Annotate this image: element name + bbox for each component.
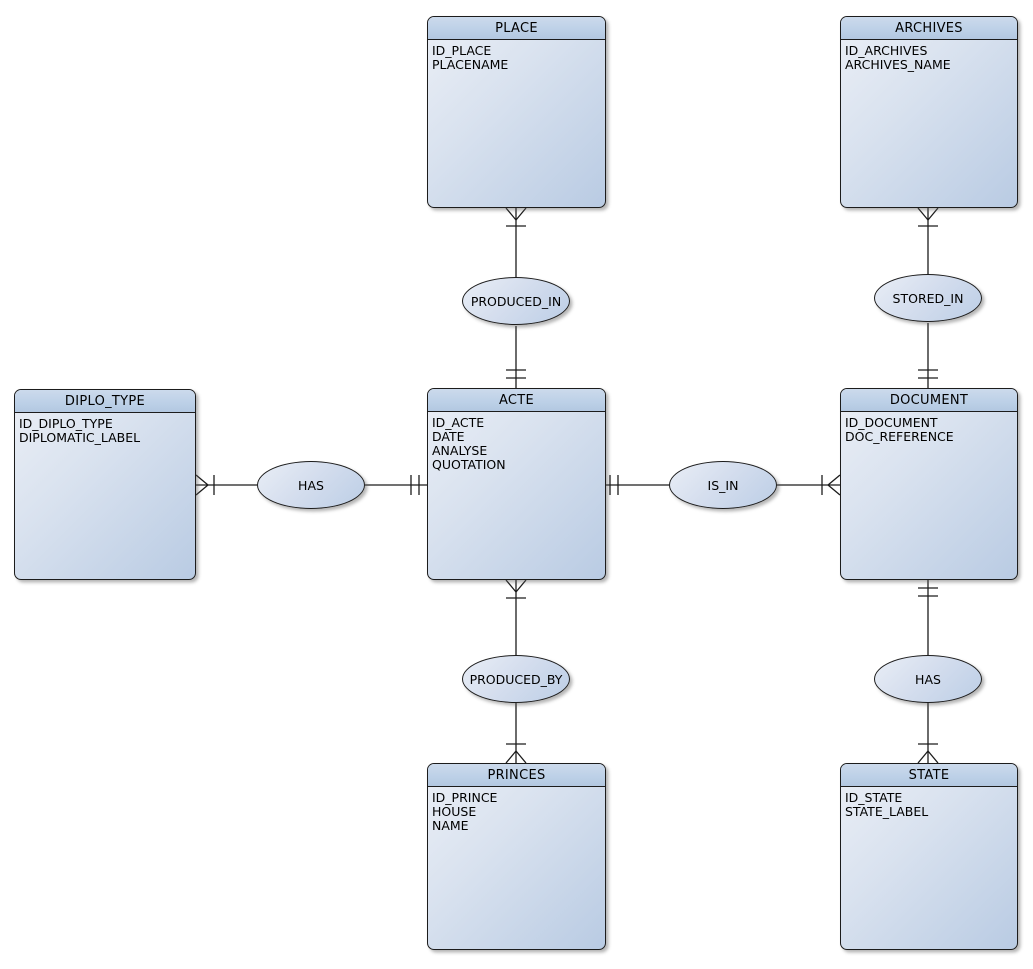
entity-title: DIPLO_TYPE bbox=[15, 390, 195, 413]
attribute-row: DOC_REFERENCE bbox=[845, 429, 954, 444]
relationship-has-state[interactable]: HAS bbox=[874, 655, 982, 703]
crow-foot-marker bbox=[505, 750, 527, 764]
connector-acte-produced-by-princes bbox=[505, 579, 527, 764]
entity-princes[interactable]: PRINCES ID_PRINCE HOUSE NAME bbox=[427, 763, 606, 950]
entity-attributes: ID_ARCHIVES ARCHIVES_NAME bbox=[841, 40, 1017, 76]
entity-document[interactable]: DOCUMENT ID_DOCUMENT DOC_REFERENCE bbox=[840, 388, 1018, 580]
cardinality-double-tick bbox=[609, 475, 619, 495]
relationship-has-diplo-type[interactable]: HAS bbox=[257, 461, 365, 509]
cardinality-double-tick bbox=[918, 587, 938, 597]
entity-place[interactable]: PLACE ID_PLACE PLACENAME bbox=[427, 16, 606, 208]
relationship-label: HAS bbox=[298, 477, 324, 493]
attribute-row: QUOTATION bbox=[432, 457, 506, 472]
connector-document-has-state bbox=[917, 580, 939, 764]
attribute-row: NAME bbox=[432, 818, 469, 833]
relationship-label: STORED_IN bbox=[892, 290, 964, 306]
connector-archives-stored-in-document bbox=[917, 207, 939, 388]
crow-foot-marker bbox=[917, 207, 939, 221]
entity-attributes: ID_STATE STATE_LABEL bbox=[841, 787, 1017, 823]
connector-place-produced-in-acte bbox=[505, 207, 527, 388]
entity-title: ARCHIVES bbox=[841, 17, 1017, 40]
relationship-label: PRODUCED_IN bbox=[470, 293, 562, 309]
attribute-row: ID_ARCHIVES bbox=[845, 43, 928, 58]
relationship-label: PRODUCED_BY bbox=[469, 671, 563, 687]
connector-acte-is-in-document bbox=[606, 474, 841, 496]
entity-title: PRINCES bbox=[428, 764, 605, 787]
entity-attributes: ID_PLACE PLACENAME bbox=[428, 40, 605, 76]
attribute-row: ID_PRINCE bbox=[432, 790, 498, 805]
entity-state[interactable]: STATE ID_STATE STATE_LABEL bbox=[840, 763, 1018, 950]
entity-attributes: ID_DIPLO_TYPE DIPLOMATIC_LABEL bbox=[15, 413, 195, 449]
attribute-row: STATE_LABEL bbox=[845, 804, 929, 819]
attribute-row: DATE bbox=[432, 429, 465, 444]
crow-foot-marker bbox=[505, 207, 527, 221]
relationship-label: HAS bbox=[915, 671, 941, 687]
attribute-row: HOUSE bbox=[432, 804, 477, 819]
attribute-row: ID_PLACE bbox=[432, 43, 492, 58]
relationship-produced-in[interactable]: PRODUCED_IN bbox=[462, 277, 570, 325]
attribute-row: ID_DIPLO_TYPE bbox=[19, 416, 113, 431]
crow-foot-marker bbox=[917, 750, 939, 764]
cardinality-double-tick bbox=[918, 369, 938, 379]
relationship-produced-by[interactable]: PRODUCED_BY bbox=[462, 655, 570, 703]
crow-foot-marker bbox=[827, 474, 841, 496]
crow-foot-marker bbox=[505, 579, 527, 593]
entity-attributes: ID_ACTE DATE ANALYSE QUOTATION bbox=[428, 412, 605, 476]
cardinality-double-tick bbox=[506, 369, 526, 379]
entity-title: STATE bbox=[841, 764, 1017, 787]
entity-title: DOCUMENT bbox=[841, 389, 1017, 412]
cardinality-double-tick bbox=[410, 475, 420, 495]
entity-title: PLACE bbox=[428, 17, 605, 40]
entity-attributes: ID_DOCUMENT DOC_REFERENCE bbox=[841, 412, 1017, 448]
attribute-row: ID_ACTE bbox=[432, 415, 485, 430]
entity-archives[interactable]: ARCHIVES ID_ARCHIVES ARCHIVES_NAME bbox=[840, 16, 1018, 208]
attribute-row: ARCHIVES_NAME bbox=[845, 57, 951, 72]
entity-acte[interactable]: ACTE ID_ACTE DATE ANALYSE QUOTATION bbox=[427, 388, 606, 580]
attribute-row: ANALYSE bbox=[432, 443, 488, 458]
attribute-row: ID_STATE bbox=[845, 790, 903, 805]
attribute-row: DIPLOMATIC_LABEL bbox=[19, 430, 141, 445]
relationship-label: IS_IN bbox=[707, 477, 739, 493]
relationship-stored-in[interactable]: STORED_IN bbox=[874, 274, 982, 322]
relationship-is-in[interactable]: IS_IN bbox=[669, 461, 777, 509]
entity-diplo-type[interactable]: DIPLO_TYPE ID_DIPLO_TYPE DIPLOMATIC_LABE… bbox=[14, 389, 196, 580]
attribute-row: ID_DOCUMENT bbox=[845, 415, 938, 430]
crow-foot-marker bbox=[195, 474, 209, 496]
connector-diplo-type-has-acte bbox=[195, 474, 427, 496]
entity-title: ACTE bbox=[428, 389, 605, 412]
attribute-row: PLACENAME bbox=[432, 57, 509, 72]
entity-attributes: ID_PRINCE HOUSE NAME bbox=[428, 787, 605, 837]
